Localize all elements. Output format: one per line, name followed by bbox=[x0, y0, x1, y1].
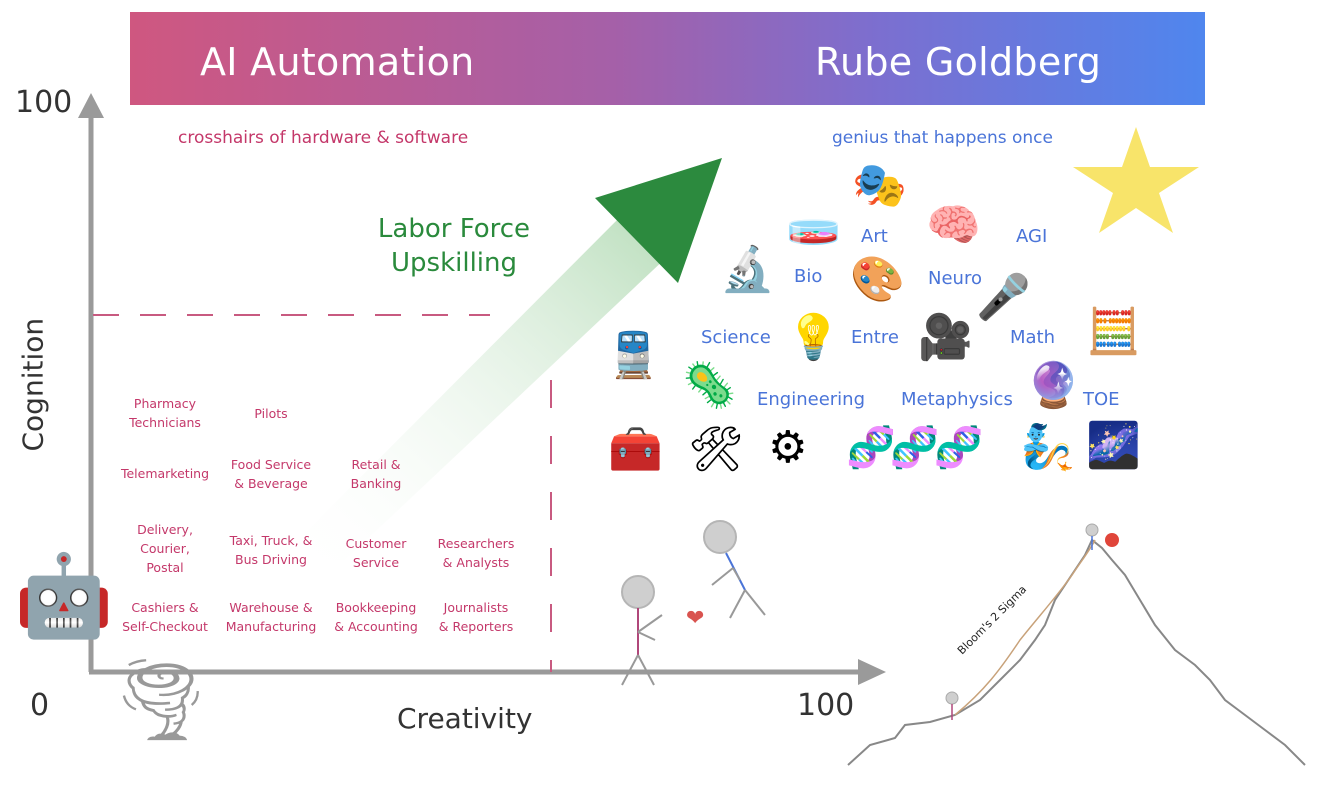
field-math: Math bbox=[1010, 327, 1056, 348]
job-journalists: Journalists & Reporters bbox=[438, 600, 514, 634]
field-bio: Bio bbox=[794, 266, 823, 287]
job-customer-service: Customer Service bbox=[345, 536, 407, 570]
movie-camera-icon: 🎥 bbox=[918, 312, 973, 363]
upskilling-arrowhead bbox=[595, 158, 722, 283]
field-agi: AGI bbox=[1016, 226, 1048, 247]
job-pharmacy: Pharmacy Technicians bbox=[129, 396, 201, 430]
field-toe: TOE bbox=[1083, 389, 1120, 410]
job-telemarketing: Telemarketing bbox=[120, 466, 210, 481]
y-axis-arrowhead bbox=[78, 93, 104, 118]
mountain-climber-bottom bbox=[945, 691, 959, 720]
job-researchers: Researchers & Analysts bbox=[437, 536, 515, 570]
theater-masks-icon: 🎭 bbox=[852, 160, 907, 211]
field-engineering: Engineering bbox=[757, 389, 865, 410]
field-neuro: Neuro bbox=[928, 268, 982, 289]
banner-right-title: Rube Goldberg bbox=[815, 40, 1102, 84]
y-axis-label: Cognition bbox=[16, 317, 50, 452]
tornado-icon: 🌪 bbox=[110, 653, 212, 746]
hammer-wrench-icon: 🛠 bbox=[688, 424, 744, 475]
job-warehouse: Warehouse & Manufacturing bbox=[225, 600, 317, 634]
brain-icon: 🧠 bbox=[926, 200, 981, 251]
stick-figure-right bbox=[703, 520, 766, 619]
job-taxi: Taxi, Truck, & Bus Driving bbox=[229, 533, 313, 567]
night-sky-icon: 🌌 bbox=[1086, 420, 1141, 471]
field-entre: Entre bbox=[851, 327, 899, 348]
summit-apple-icon bbox=[1105, 533, 1119, 547]
job-bookkeeping: Bookkeeping & Accounting bbox=[334, 600, 418, 634]
x-axis-max: 100 bbox=[797, 688, 855, 723]
banner-left-title: AI Automation bbox=[200, 40, 475, 84]
mountain-label: Bloom's 2 Sigma bbox=[955, 583, 1029, 657]
abacus-icon: 🧮 bbox=[1086, 306, 1141, 357]
genie-icon: 🧞 bbox=[1020, 422, 1075, 473]
upskilling-label: Labor Force Upskilling bbox=[377, 214, 531, 278]
mountain-outline bbox=[847, 538, 1306, 766]
job-food-service: Food Service & Beverage bbox=[230, 457, 312, 491]
virus-icon: 🦠 bbox=[682, 360, 737, 411]
header-banner bbox=[130, 12, 1205, 105]
field-metaphysics: Metaphysics bbox=[901, 389, 1013, 410]
job-cashiers: Cashiers & Self-Checkout bbox=[122, 600, 208, 634]
field-art: Art bbox=[861, 226, 888, 247]
axis-origin: 0 bbox=[30, 688, 50, 723]
mountain-climber-top bbox=[1085, 523, 1099, 550]
microphone-icon: 🎤 bbox=[976, 272, 1031, 323]
job-retail: Retail & Banking bbox=[350, 457, 402, 491]
petri-dish-icon: 🧫 bbox=[786, 196, 841, 247]
palette-icon: 🎨 bbox=[850, 254, 905, 305]
left-subtitle: crosshairs of hardware & software bbox=[178, 128, 469, 148]
train-icon: 🚆 bbox=[606, 330, 661, 381]
upskilling-arrow-body bbox=[278, 197, 685, 560]
star-icon bbox=[1073, 127, 1199, 233]
job-pilots: Pilots bbox=[254, 406, 288, 421]
light-bulb-icon: 💡 bbox=[786, 312, 841, 363]
y-axis-max: 100 bbox=[15, 85, 73, 120]
robot-icon: 🤖 bbox=[14, 549, 114, 642]
crystal-ball-icon: 🔮 bbox=[1026, 360, 1081, 411]
climb-path bbox=[954, 539, 1096, 716]
toolbox-icon: 🧰 bbox=[608, 424, 663, 475]
gear-icon: ⚙ bbox=[768, 422, 808, 473]
right-subtitle: genius that happens once bbox=[832, 128, 1053, 148]
x-axis-label: Creativity bbox=[397, 702, 533, 735]
x-axis-arrowhead bbox=[858, 659, 886, 685]
job-delivery: Delivery, Courier, Postal bbox=[137, 522, 193, 575]
stick-figure-left bbox=[621, 575, 663, 686]
microscope-icon: 🔬 bbox=[720, 244, 775, 295]
heart-icon: ❤ bbox=[686, 606, 705, 631]
field-science: Science bbox=[701, 327, 771, 348]
dna-icon: 🧬🧬🧬 bbox=[846, 425, 983, 471]
